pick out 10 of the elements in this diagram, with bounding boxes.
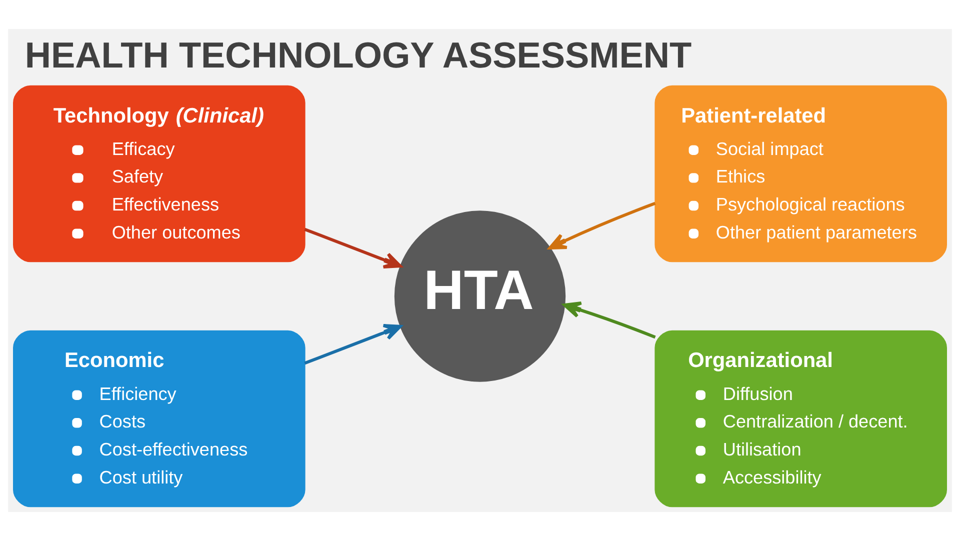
node-box: Technology (Clinical) Efficacy Safety Effectiveness Other outcomes: [13, 84, 306, 262]
node-box: Patient-related Social impact Ethics Psychological reactions Other patient parameters: [654, 84, 947, 262]
node-box: Organizational Diffusion Centralization / decent. Utilisation Accessibility: [654, 330, 947, 507]
node-box: Economic Efficiency Costs Cost-effectiveness Cost utility: [13, 330, 306, 507]
arrow: [548, 201, 656, 249]
arrow: [563, 301, 656, 338]
node-circle: HTA: [394, 210, 566, 382]
arrow: [304, 227, 402, 268]
diagram-title: HEALTH TECHNOLOGY ASSESSMENT: [24, 34, 692, 76]
arrow: [304, 324, 402, 364]
